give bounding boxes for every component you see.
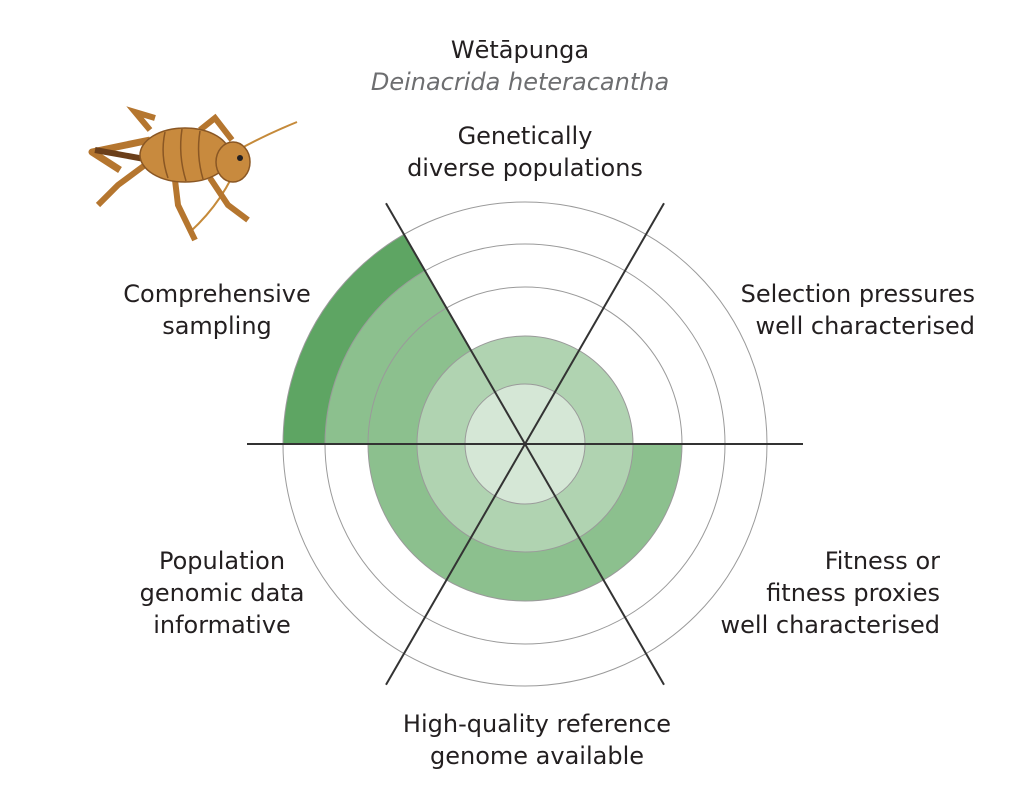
insect-segment (179, 128, 187, 182)
insect-segment (197, 130, 204, 180)
sector-fill (495, 444, 555, 504)
axis-line (524, 202, 665, 445)
sector-fill (555, 444, 633, 538)
sector-fills (283, 234, 682, 601)
axis-label: Population genomic data informative (139, 547, 305, 639)
diagram-title: Wētāpunga (450, 36, 590, 64)
sector-fill (417, 350, 495, 444)
sector-fill (495, 383, 555, 444)
insect-segment (162, 131, 169, 179)
insect-head (215, 141, 251, 183)
axis-label: Fitness or fitness proxies well characte… (720, 547, 940, 639)
sector-fill (368, 444, 471, 580)
axis-line (385, 443, 526, 686)
insect-leg (172, 179, 198, 242)
insect-eye (237, 155, 243, 161)
sector-fill (471, 495, 579, 553)
axis-line (524, 443, 665, 686)
sector-fill (579, 444, 682, 580)
sector-fill (417, 444, 495, 538)
axis-label: Comprehensive sampling (123, 280, 311, 340)
sector-fill (471, 335, 579, 393)
axis-line (385, 202, 526, 445)
axis-label: Genetically diverse populations (407, 122, 643, 182)
sector-fill (368, 308, 471, 444)
axis-label: High-quality reference genome available (402, 710, 672, 770)
insect-leg (88, 136, 151, 173)
sector-fill (446, 537, 604, 601)
sector-fill (555, 350, 633, 444)
axis-lines (247, 202, 803, 686)
sector-fill (324, 270, 447, 444)
insect-leg (126, 106, 156, 132)
sector-fill (283, 234, 425, 444)
axis-label: Selection pressures well characterised (740, 280, 975, 340)
insect-leg (198, 113, 235, 142)
insect-leg (95, 162, 147, 208)
species-name: Deinacrida heteracantha (370, 68, 670, 96)
insect-leg (207, 176, 250, 223)
